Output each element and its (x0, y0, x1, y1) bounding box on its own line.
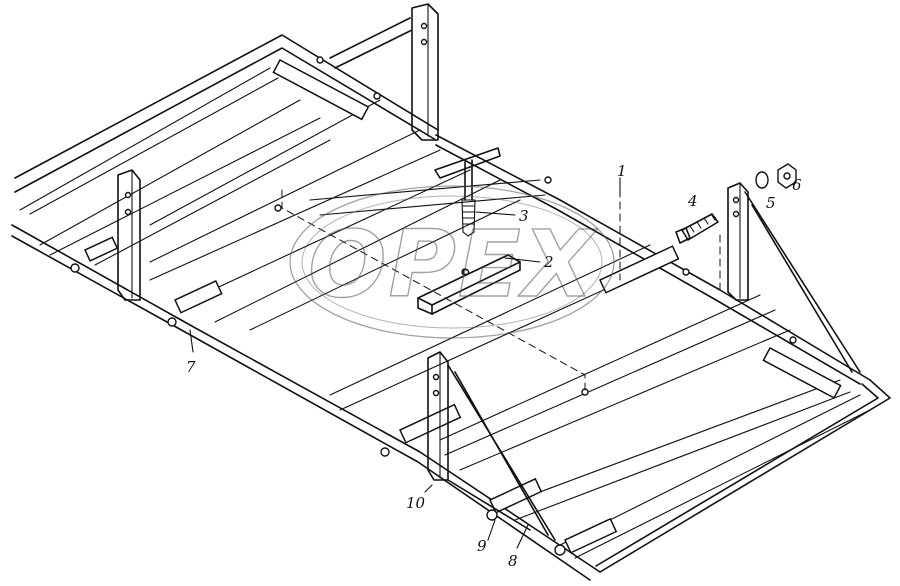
bolt-part (681, 213, 719, 241)
leader-lines (189, 177, 621, 549)
watermark-logo: OPEX (289, 185, 615, 339)
callout-8: 8 (508, 552, 518, 570)
upper-side-rail (14, 34, 439, 179)
fasteners (675, 163, 797, 244)
callout-7: 7 (186, 358, 196, 376)
end-rail (599, 379, 891, 573)
washer-part (755, 171, 769, 189)
callout-6: 6 (792, 176, 802, 194)
callouts: 1 2 3 4 5 6 7 8 9 10 (186, 162, 802, 570)
watermark-text: OPEX (308, 211, 597, 318)
left-side-rail (11, 224, 601, 573)
callout-10: 10 (406, 494, 426, 512)
callout-1: 1 (617, 162, 627, 180)
right-brace (744, 191, 861, 373)
callout-2: 2 (543, 253, 554, 271)
callout-4: 4 (687, 192, 698, 210)
callout-3: 3 (519, 207, 529, 225)
left-upright (117, 169, 141, 301)
frame-rails (11, 17, 891, 581)
rollers (84, 58, 842, 554)
uprights (117, 3, 861, 541)
callout-9: 9 (477, 537, 487, 555)
callout-5: 5 (766, 194, 776, 212)
pin-shaft (464, 159, 473, 201)
lever-handle (434, 147, 501, 179)
deck-slats-left (39, 99, 546, 331)
right-side-rail (435, 134, 871, 381)
